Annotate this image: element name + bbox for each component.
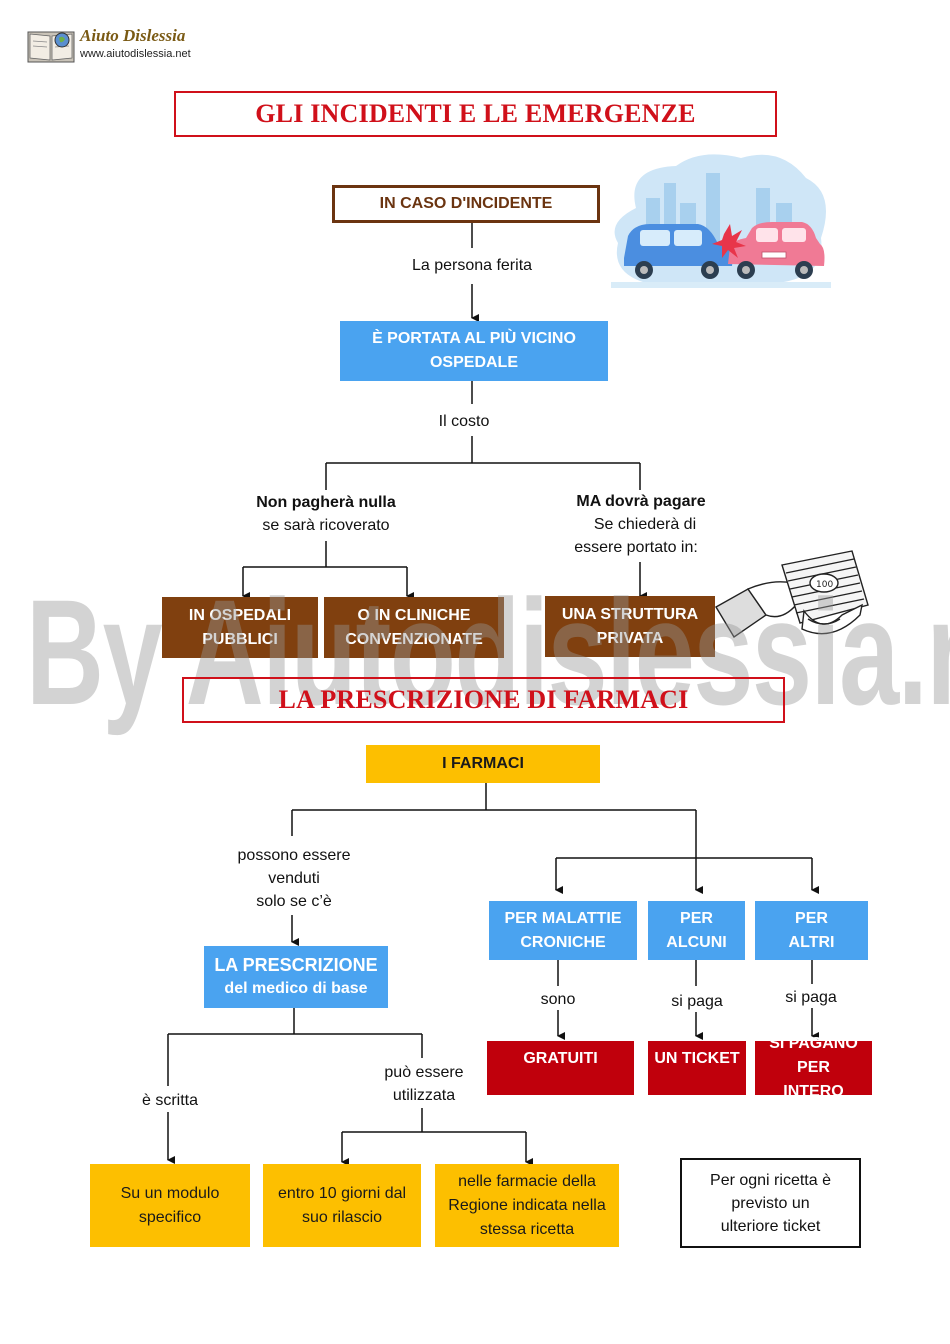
node-prescrizione-sub: del medico di base: [224, 980, 368, 997]
node-ospedale: È PORTATA AL PIÙ VICINO OSPEDALE: [340, 321, 608, 381]
book-logo-icon: [27, 31, 75, 63]
node-i-farmaci: I FARMACI: [366, 745, 600, 783]
node-modulo-specifico: Su un modulo specifico: [90, 1164, 250, 1247]
branch-non-paghera: Non pagherà nulla se sarà ricoverato: [216, 491, 436, 537]
watermark: By Aiutodislessia.net: [26, 568, 950, 736]
edge-sold-line3: solo se c’è: [256, 893, 332, 910]
node-un-ticket: UN TICKET: [648, 1041, 746, 1095]
logo-url[interactable]: www.aiutodislessia.net: [80, 48, 191, 60]
edge-label-utilizzata: può essere utilizzata: [364, 1061, 484, 1107]
edge-sold-line2: venduti: [268, 870, 320, 887]
node-si-pagano-intero: SI PAGANO PER INTERO: [755, 1035, 872, 1100]
node-gratuiti: GRATUITI: [487, 1041, 634, 1095]
edge-label-si-paga-1: si paga: [671, 993, 723, 1010]
edge-label-si-paga-2: si paga: [785, 989, 837, 1006]
node-per-alcuni: PER ALCUNI: [648, 901, 745, 960]
money-hand-illustration: 100: [715, 550, 869, 638]
branch-dovra-pagare-line3: essere portato in:: [574, 539, 698, 556]
branch-dovra-pagare-bold: MA dovrà pagare: [576, 493, 706, 510]
edge-label-sono: sono: [540, 991, 576, 1008]
node-in-caso-incidente: IN CASO D'INCIDENTE: [332, 185, 600, 223]
branch-non-paghera-bold: Non pagherà nulla: [256, 494, 396, 511]
edge-label-persona-ferita: La persona ferita: [411, 257, 533, 274]
edge-label-possono-essere: possono essere venduti solo se c’è: [214, 844, 374, 913]
node-ospedali-pubblici: IN OSPEDALI PUBBLICI: [162, 597, 318, 658]
edge-label-scritta: è scritta: [141, 1092, 198, 1109]
car-crash-illustration: [611, 154, 831, 288]
note-ulteriore-ticket: Per ogni ricetta è previsto un ulteriore…: [680, 1158, 861, 1248]
branch-non-paghera-text: se sarà ricoverato: [262, 517, 390, 534]
node-cliniche-convenzionate: O IN CLINICHE CONVENZIONATE: [324, 597, 504, 658]
node-prescrizione: LA PRESCRIZIONE del medico di base: [204, 946, 388, 1008]
edge-label-costo: Il costo: [438, 413, 490, 430]
svg-text:100: 100: [816, 580, 833, 590]
branch-dovra-pagare-line2: Se chiederà di: [593, 516, 697, 533]
section1-title: GLI INCIDENTI E LE EMERGENZE: [174, 91, 777, 137]
node-entro-10-giorni: entro 10 giorni dal suo rilascio: [263, 1164, 421, 1247]
node-struttura-privata: UNA STRUTTURA PRIVATA: [545, 596, 715, 657]
edge-used-line2: utilizzata: [392, 1087, 456, 1104]
site-logo: Aiuto Dislessia www.aiutodislessia.net: [26, 26, 216, 68]
node-per-altri: PER ALTRI: [755, 901, 868, 960]
edge-sold-line1: possono essere: [237, 847, 351, 864]
edge-used-line1: può essere: [384, 1064, 464, 1081]
node-malattie-croniche: PER MALATTIE CRONICHE: [489, 901, 637, 960]
node-farmacie-regione: nelle farmacie della Regione indicata ne…: [435, 1164, 619, 1247]
node-prescrizione-title: LA PRESCRIZIONE: [214, 955, 378, 975]
section2-title: LA PRESCRIZIONE DI FARMACI: [182, 677, 785, 723]
branch-dovra-pagare: MA dovrà pagare Se chiederà di essere po…: [536, 490, 746, 559]
logo-name: Aiuto Dislessia: [80, 26, 186, 45]
